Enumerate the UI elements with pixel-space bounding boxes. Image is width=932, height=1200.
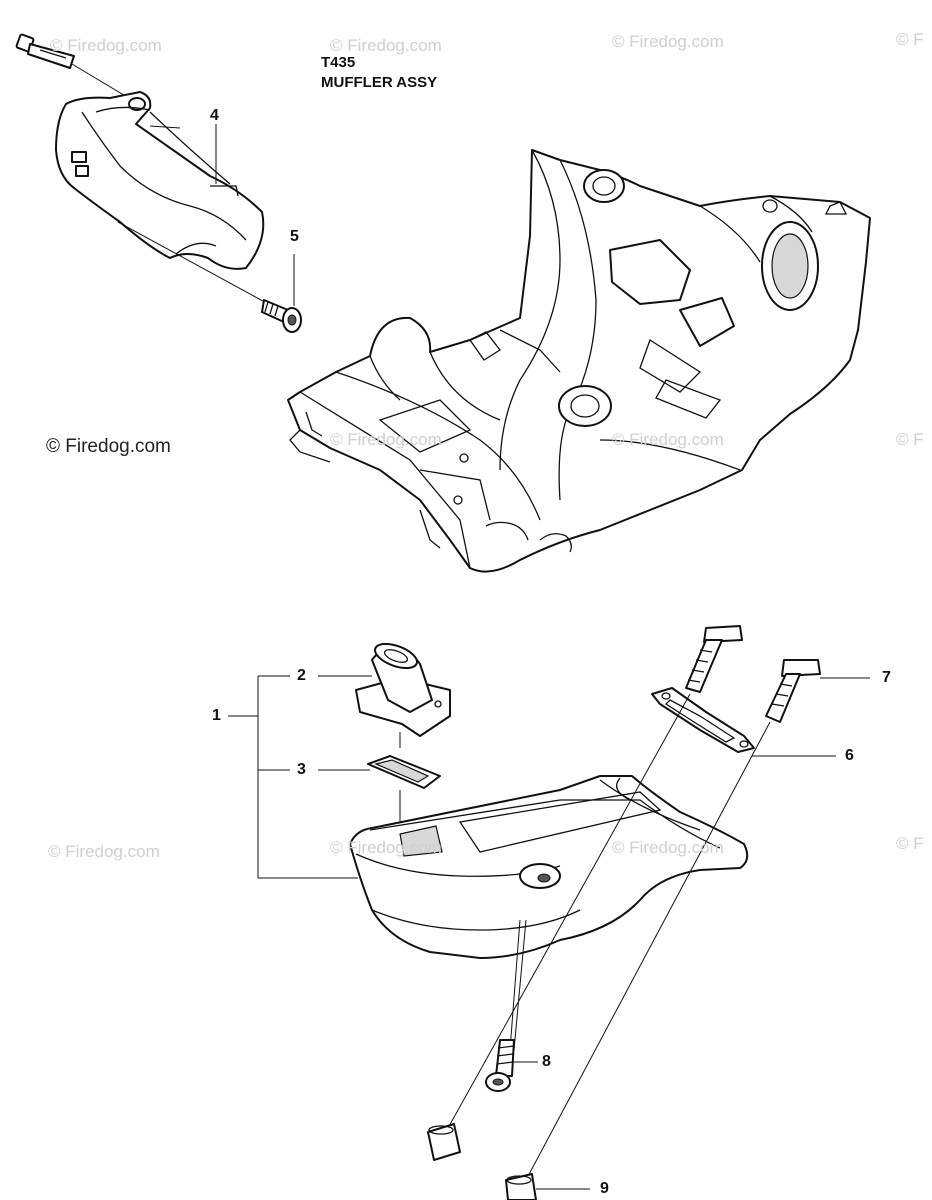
watermark-edge: © F (896, 834, 924, 853)
leader-bolt-upper-to-nut (447, 693, 691, 1129)
gasket-part-6 (651, 687, 755, 753)
outlet-pipe-part-2 (355, 642, 451, 737)
model-number: T435 (321, 54, 356, 71)
watermark: © Firedog.com (330, 838, 442, 857)
leader-bolt-to-shield (71, 63, 133, 101)
muffler-bolt-part-7 (765, 659, 821, 723)
callout-4: 4 (210, 107, 219, 124)
watermark: © Firedog.com (330, 36, 442, 55)
watermark: © Firedog.com (50, 36, 162, 55)
watermark-edge: © F (896, 430, 924, 449)
stud-part-8 (485, 919, 527, 1092)
shield-bolt (15, 33, 75, 69)
watermark: © Firedog.com (612, 430, 724, 449)
callout-7: 7 (882, 669, 891, 686)
callout-8: 8 (542, 1053, 551, 1070)
heat-shield-part-4 (55, 91, 265, 270)
leader-shield-top (149, 125, 181, 129)
leader-screw-to-shield (117, 221, 273, 307)
nut-part-9 (505, 1173, 537, 1200)
watermark-edge: © F (896, 30, 924, 49)
copyright-notice: © Firedog.com (46, 436, 171, 457)
assembly-title: MUFFLER ASSY (321, 74, 438, 91)
callout-3: 3 (297, 761, 306, 778)
callout-2: 2 (297, 667, 306, 684)
assembly-bracket-1 (228, 675, 358, 879)
watermark: © Firedog.com (612, 32, 724, 51)
muffler-body (349, 775, 749, 959)
muffler-bolt-upper (685, 625, 743, 693)
spark-screen-part-3 (367, 755, 441, 789)
callout-1: 1 (212, 707, 221, 724)
leader-bolt-7-to-nut (525, 721, 771, 1181)
crankcase (287, 149, 871, 573)
watermark: © Firedog.com (330, 430, 442, 449)
callout-9: 9 (600, 1180, 609, 1197)
callout-5: 5 (290, 228, 299, 245)
watermark: © Firedog.com (48, 842, 160, 861)
watermark: © Firedog.com (612, 838, 724, 857)
screw-part-5 (261, 299, 302, 333)
nut-lower-left (427, 1123, 461, 1161)
callout-6: 6 (845, 747, 854, 764)
